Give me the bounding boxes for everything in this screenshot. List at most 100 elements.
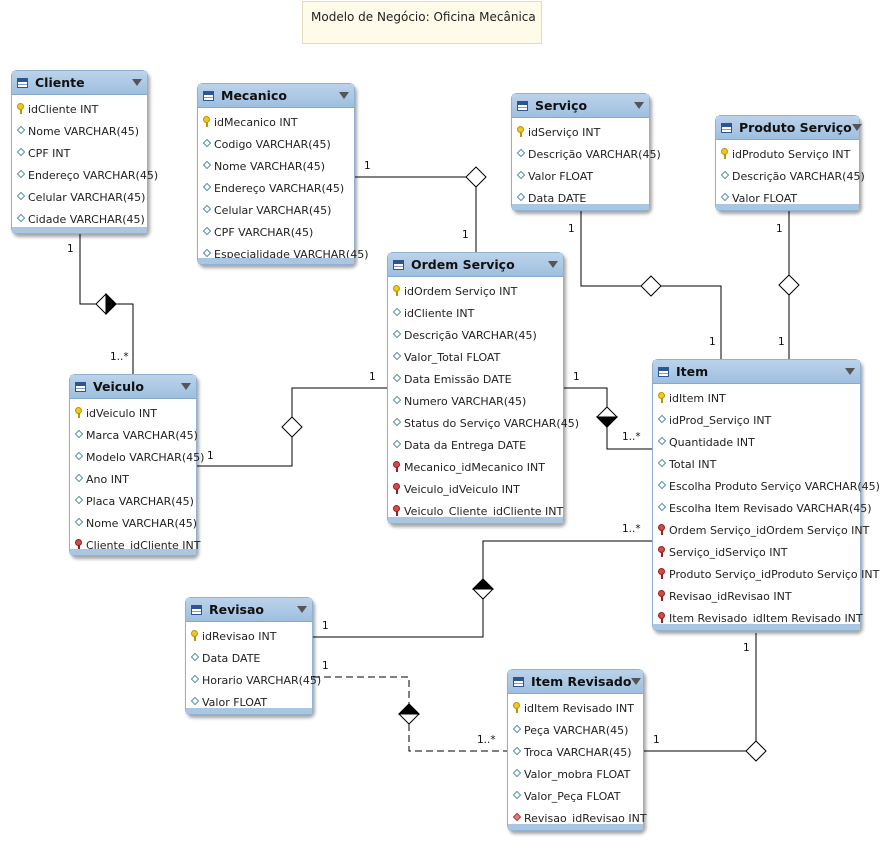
field-row[interactable]: Valor FLOAT <box>512 165 649 187</box>
collapse-arrow-icon[interactable] <box>851 124 862 131</box>
field-row[interactable]: CPF VARCHAR(45) <box>198 221 354 243</box>
card-item-itemrevisado-b: 1 <box>653 734 660 746</box>
field-row[interactable]: Data DATE <box>186 647 312 669</box>
field-label: idOrdem Serviço INT <box>404 284 518 298</box>
field-row[interactable]: Nome VARCHAR(45) <box>198 155 354 177</box>
field-label: Cidade VARCHAR(45) <box>28 212 145 226</box>
collapse-arrow-icon[interactable] <box>845 368 855 375</box>
field-row[interactable]: Especialidade VARCHAR(45) <box>198 243 369 265</box>
attribute-diamond-icon <box>74 495 84 507</box>
field-row[interactable]: Quantidade INT <box>653 431 860 453</box>
card-servico-item-a: 1 <box>568 223 575 235</box>
field-row[interactable]: Veiculo_idVeiculo INT <box>388 478 563 500</box>
table-header[interactable]: Cliente <box>12 71 147 95</box>
field-row[interactable]: Endereço VARCHAR(45) <box>198 177 354 199</box>
field-row[interactable]: Revisao_idRevisao INT <box>508 807 647 829</box>
field-row[interactable]: Endereço VARCHAR(45) <box>12 164 158 186</box>
collapse-arrow-icon[interactable] <box>339 92 349 99</box>
field-label: Troca VARCHAR(45) <box>524 745 632 759</box>
field-row[interactable]: Modelo VARCHAR(45) <box>70 446 204 468</box>
card-ordem-item-many: 1..* <box>622 431 641 443</box>
field-row[interactable]: Descrição VARCHAR(45) <box>716 165 865 187</box>
field-row[interactable]: Celular VARCHAR(45) <box>198 199 354 221</box>
field-row[interactable]: idProd_Serviço INT <box>653 409 860 431</box>
field-row[interactable]: Codigo VARCHAR(45) <box>198 133 354 155</box>
field-row[interactable]: Status do Serviço VARCHAR(45) <box>388 412 579 434</box>
table-icon <box>191 604 202 615</box>
table-header[interactable]: Serviço <box>512 94 649 118</box>
field-row[interactable]: Numero VARCHAR(45) <box>388 390 563 412</box>
field-row[interactable]: Data DATE <box>512 187 649 209</box>
table-header[interactable]: Item <box>653 360 860 384</box>
field-row[interactable]: idProduto Serviço INT <box>716 143 859 165</box>
field-row[interactable]: Serviço_idServiço INT <box>653 541 860 563</box>
field-row[interactable]: Veiculo_Cliente_idCliente INT <box>388 500 563 522</box>
field-row[interactable]: Cliente_idCliente INT <box>70 534 200 556</box>
table-header[interactable]: Revisao <box>186 598 312 622</box>
field-row[interactable]: Descrição VARCHAR(45) <box>388 324 563 346</box>
table-header[interactable]: Veiculo <box>70 375 196 399</box>
field-row[interactable]: Nome VARCHAR(45) <box>12 120 147 142</box>
collapse-arrow-icon[interactable] <box>548 261 558 268</box>
table-title: Item Revisado <box>531 674 632 689</box>
table-header[interactable]: Mecanico <box>198 84 354 108</box>
field-row[interactable]: Nome VARCHAR(45) <box>70 512 197 534</box>
card-mecanico-ordem-a: 1 <box>364 160 371 172</box>
field-row[interactable]: idVeiculo INT <box>70 402 196 424</box>
field-row[interactable]: Valor_mobra FLOAT <box>508 763 643 785</box>
collapse-arrow-icon[interactable] <box>631 678 642 685</box>
field-row[interactable]: idItem INT <box>653 387 860 409</box>
field-row[interactable]: Revisao_idRevisao INT <box>653 585 860 607</box>
table-header[interactable]: Item Revisado <box>508 670 643 694</box>
field-row[interactable]: Escolha Produto Serviço VARCHAR(45) <box>653 475 880 497</box>
field-row[interactable]: Produto Serviço_idProduto Serviço INT <box>653 563 879 585</box>
field-row[interactable]: Valor FLOAT <box>186 691 312 713</box>
field-row[interactable]: idRevisao INT <box>186 625 312 647</box>
field-row[interactable]: Total INT <box>653 453 860 475</box>
field-row[interactable]: Ano INT <box>70 468 196 490</box>
field-row[interactable]: Descrição VARCHAR(45) <box>512 143 661 165</box>
field-row[interactable]: Cidade VARCHAR(45) <box>12 208 147 230</box>
collapse-arrow-icon[interactable] <box>181 383 191 390</box>
field-row[interactable]: Marca VARCHAR(45) <box>70 424 198 446</box>
field-row[interactable]: idServiço INT <box>512 121 649 143</box>
field-row[interactable]: Horario VARCHAR(45) <box>186 669 321 691</box>
field-row[interactable]: Peça VARCHAR(45) <box>508 719 643 741</box>
field-row[interactable]: Item Revisado_idItem Revisado INT <box>653 607 863 629</box>
table-header[interactable]: Ordem Serviço <box>388 253 563 277</box>
table-header[interactable]: Produto Serviço <box>716 116 862 140</box>
foreign-key-icon <box>657 546 667 558</box>
field-row[interactable]: Data Emissão DATE <box>388 368 563 390</box>
field-row[interactable]: idCliente INT <box>12 98 147 120</box>
field-row[interactable]: Escolha Item Revisado VARCHAR(45) <box>653 497 872 519</box>
foreign-key-icon <box>392 483 402 495</box>
field-row[interactable]: Valor_Total FLOAT <box>388 346 563 368</box>
field-row[interactable]: Celular VARCHAR(45) <box>12 186 147 208</box>
table-ordem-servico[interactable]: Ordem Serviço idOrdem Serviço INT idClient… <box>387 252 579 524</box>
field-row[interactable]: Ordem Serviço_idOrdem Serviço INT <box>653 519 869 541</box>
table-footer <box>508 824 643 830</box>
field-row[interactable]: Data da Entrega DATE <box>388 434 563 456</box>
field-row[interactable]: Troca VARCHAR(45) <box>508 741 643 763</box>
field-row[interactable]: Mecanico_idMecanico INT <box>388 456 563 478</box>
field-row[interactable]: CPF INT <box>12 142 147 164</box>
field-row[interactable]: idItem Revisado INT <box>508 697 643 719</box>
field-row[interactable]: idMecanico INT <box>198 111 354 133</box>
collapse-arrow-icon[interactable] <box>132 79 142 86</box>
diamond-veiculo-ordem <box>281 416 303 438</box>
field-row[interactable]: Placa VARCHAR(45) <box>70 490 196 512</box>
collapse-arrow-icon[interactable] <box>297 606 307 613</box>
field-row[interactable]: idOrdem Serviço INT <box>388 280 563 302</box>
field-row[interactable]: Valor FLOAT <box>716 187 859 209</box>
collapse-arrow-icon[interactable] <box>634 102 644 109</box>
field-row[interactable]: Valor_Peça FLOAT <box>508 785 643 807</box>
field-row[interactable]: idCliente INT <box>388 302 563 324</box>
